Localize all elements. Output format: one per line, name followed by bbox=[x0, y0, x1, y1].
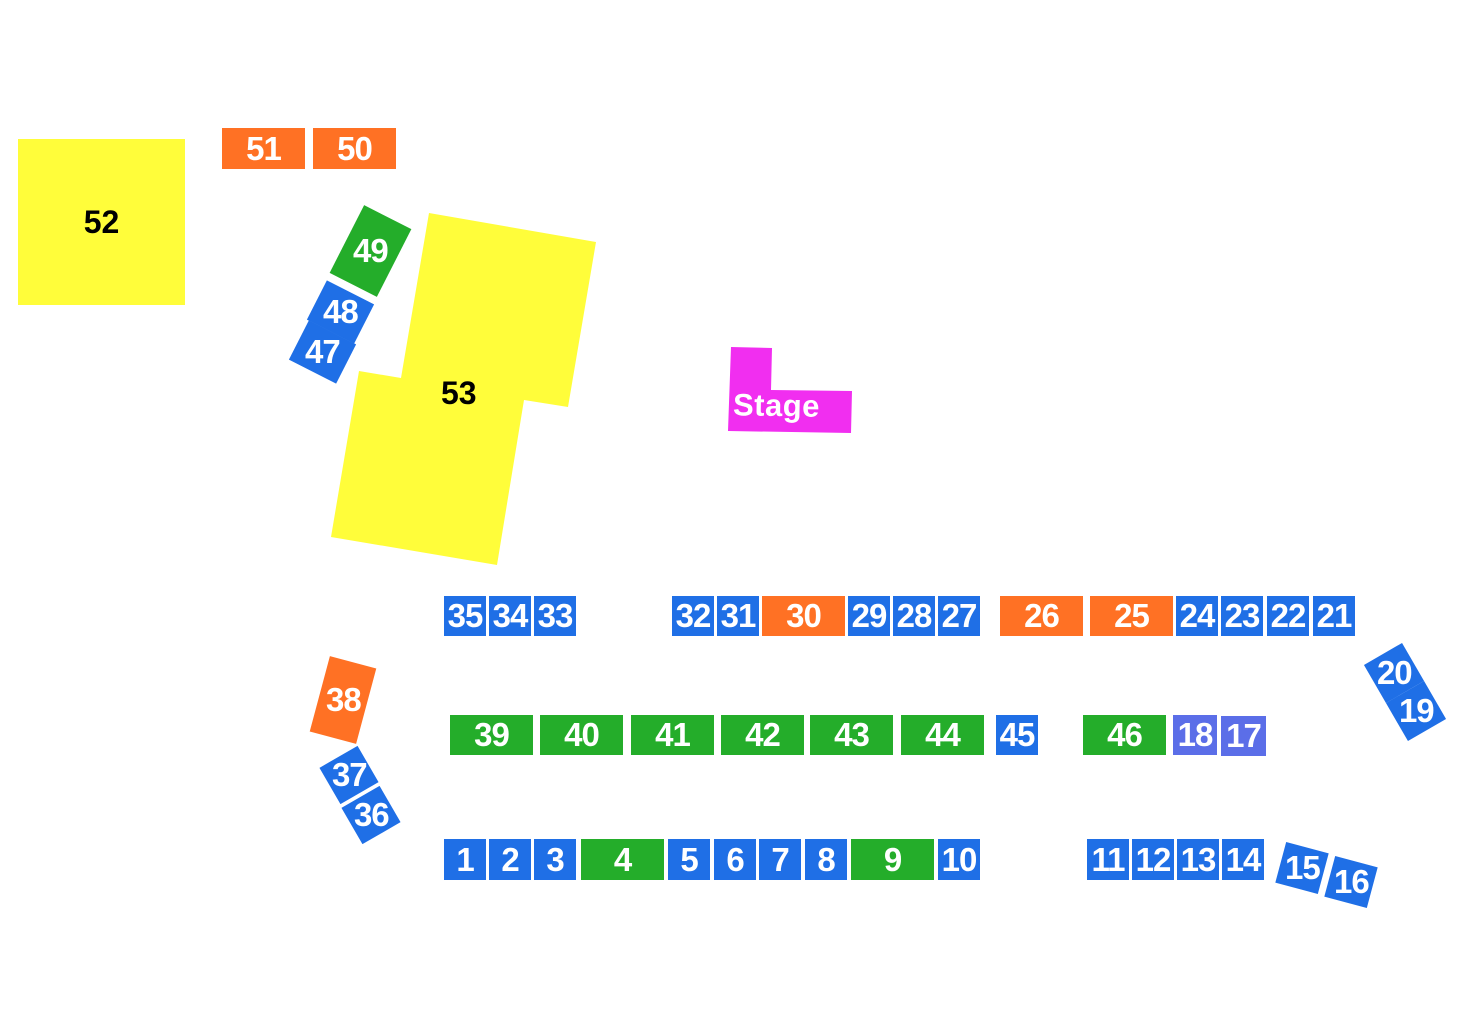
section-7-label: 7 bbox=[771, 840, 789, 878]
section-43-label: 43 bbox=[834, 716, 870, 753]
section-14-label: 14 bbox=[1225, 840, 1262, 878]
section-26-label: 26 bbox=[1024, 597, 1060, 634]
section-32[interactable]: 32 bbox=[672, 596, 714, 636]
section-12-label: 12 bbox=[1135, 840, 1172, 878]
section-43[interactable]: 43 bbox=[810, 715, 893, 755]
section-44[interactable]: 44 bbox=[901, 715, 984, 755]
section-51-label: 51 bbox=[246, 129, 282, 167]
section-36-label: 36 bbox=[353, 796, 389, 833]
section-46[interactable]: 46 bbox=[1083, 715, 1166, 755]
section-3-label: 3 bbox=[546, 840, 564, 878]
section-50[interactable]: 50 bbox=[313, 128, 396, 169]
section-34[interactable]: 34 bbox=[489, 596, 531, 636]
section-35[interactable]: 35 bbox=[444, 596, 486, 636]
stage-label: Stage bbox=[732, 387, 821, 424]
section-29-label: 29 bbox=[851, 597, 888, 634]
section-16-label: 16 bbox=[1333, 863, 1369, 900]
section-31-label: 31 bbox=[720, 597, 757, 634]
section-39-label: 39 bbox=[474, 716, 510, 753]
section-24-label: 24 bbox=[1179, 597, 1216, 634]
section-48-label: 48 bbox=[323, 293, 358, 330]
section-53-label: 53 bbox=[441, 375, 477, 411]
section-10-label: 10 bbox=[941, 840, 978, 878]
section-37-label: 37 bbox=[331, 756, 367, 793]
section-19-label: 19 bbox=[1398, 692, 1434, 729]
section-22[interactable]: 22 bbox=[1267, 596, 1309, 636]
section-20-label: 20 bbox=[1376, 654, 1412, 691]
section-34-label: 34 bbox=[492, 597, 529, 634]
section-49-label: 49 bbox=[353, 232, 388, 269]
section-41[interactable]: 41 bbox=[631, 715, 714, 755]
section-52-label: 52 bbox=[83, 203, 120, 240]
section-22-label: 22 bbox=[1270, 597, 1307, 634]
section-5-label: 5 bbox=[680, 840, 698, 878]
section-30-label: 30 bbox=[786, 597, 822, 634]
section-11-label: 11 bbox=[1091, 840, 1126, 878]
section-29[interactable]: 29 bbox=[848, 596, 890, 636]
section-1-label: 1 bbox=[456, 840, 474, 878]
section-33-label: 33 bbox=[537, 597, 574, 634]
section-21-label: 21 bbox=[1316, 597, 1353, 634]
section-23[interactable]: 23 bbox=[1221, 596, 1263, 636]
section-5[interactable]: 5 bbox=[668, 839, 710, 880]
section-25[interactable]: 25 bbox=[1090, 596, 1173, 636]
section-13[interactable]: 13 bbox=[1177, 839, 1219, 880]
section-42-label: 42 bbox=[745, 716, 781, 753]
section-45[interactable]: 45 bbox=[996, 715, 1038, 755]
section-3[interactable]: 3 bbox=[534, 839, 576, 880]
section-31[interactable]: 31 bbox=[717, 596, 759, 636]
section-6-label: 6 bbox=[726, 840, 744, 878]
section-27[interactable]: 27 bbox=[938, 596, 980, 636]
section-8[interactable]: 8 bbox=[805, 839, 847, 880]
section-18[interactable]: 18 bbox=[1173, 715, 1217, 755]
section-40[interactable]: 40 bbox=[540, 715, 623, 755]
section-51[interactable]: 51 bbox=[222, 128, 305, 169]
section-24[interactable]: 24 bbox=[1176, 596, 1218, 636]
section-28-label: 28 bbox=[896, 597, 933, 634]
section-45-label: 45 bbox=[999, 716, 1036, 753]
section-4-label: 4 bbox=[613, 840, 632, 878]
section-28[interactable]: 28 bbox=[893, 596, 935, 636]
section-17-label: 17 bbox=[1226, 717, 1262, 754]
section-4[interactable]: 4 bbox=[581, 839, 664, 880]
section-13-label: 13 bbox=[1180, 840, 1217, 878]
section-15-label: 15 bbox=[1284, 849, 1320, 886]
section-47-label: 47 bbox=[305, 333, 340, 370]
section-12[interactable]: 12 bbox=[1132, 839, 1174, 880]
section-32-label: 32 bbox=[675, 597, 712, 634]
section-2-label: 2 bbox=[501, 840, 519, 878]
section-38-label: 38 bbox=[325, 681, 361, 718]
section-6[interactable]: 6 bbox=[714, 839, 756, 880]
section-11[interactable]: 11 bbox=[1087, 839, 1129, 880]
section-35-label: 35 bbox=[447, 597, 484, 634]
section-26[interactable]: 26 bbox=[1000, 596, 1083, 636]
section-2[interactable]: 2 bbox=[489, 839, 531, 880]
section-10[interactable]: 10 bbox=[938, 839, 980, 880]
section-52[interactable]: 52 bbox=[18, 139, 185, 305]
section-53-shape[interactable] bbox=[331, 213, 596, 565]
section-23-label: 23 bbox=[1224, 597, 1261, 634]
section-42[interactable]: 42 bbox=[721, 715, 804, 755]
section-30[interactable]: 30 bbox=[762, 596, 845, 636]
section-14[interactable]: 14 bbox=[1222, 839, 1264, 880]
section-18-label: 18 bbox=[1177, 716, 1214, 753]
section-50-label: 50 bbox=[337, 129, 373, 167]
section-33[interactable]: 33 bbox=[534, 596, 576, 636]
section-9[interactable]: 9 bbox=[851, 839, 934, 880]
section-9-label: 9 bbox=[883, 840, 902, 878]
section-41-label: 41 bbox=[655, 716, 691, 753]
section-1[interactable]: 1 bbox=[444, 839, 486, 880]
section-46-label: 46 bbox=[1107, 716, 1143, 753]
section-27-label: 27 bbox=[941, 597, 978, 634]
section-44-label: 44 bbox=[925, 716, 961, 753]
section-17[interactable]: 17 bbox=[1221, 716, 1266, 756]
section-21[interactable]: 21 bbox=[1313, 596, 1355, 636]
section-8-label: 8 bbox=[817, 840, 835, 878]
section-7[interactable]: 7 bbox=[759, 839, 801, 880]
section-25-label: 25 bbox=[1114, 597, 1150, 634]
section-40-label: 40 bbox=[564, 716, 600, 753]
section-39[interactable]: 39 bbox=[450, 715, 533, 755]
